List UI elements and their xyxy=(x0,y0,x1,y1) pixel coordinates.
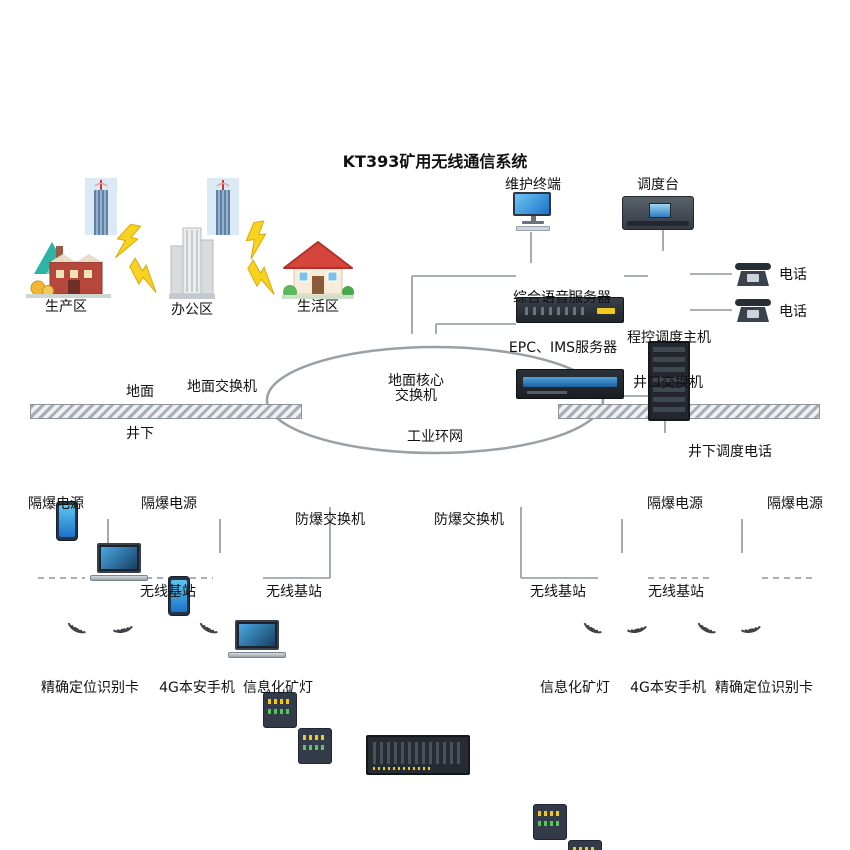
positioning-card-label: 精确定位识别卡 xyxy=(715,680,813,696)
base-station-label: 无线基站 xyxy=(140,584,196,600)
dispatch-console-label: 调度台 xyxy=(637,177,679,193)
core-switch-device xyxy=(366,735,470,775)
wellhead-switch-label: 井口交换机 xyxy=(633,375,703,391)
laptop-screen xyxy=(235,620,279,650)
page-title: KT393矿用无线通信系统 xyxy=(342,152,528,171)
dispatch-console-device xyxy=(622,196,694,230)
maintenance-terminal-device xyxy=(513,192,553,236)
laptop-icon xyxy=(90,543,148,583)
production-area-illustration xyxy=(26,232,111,302)
ground-switch-device xyxy=(298,728,332,764)
maintenance-terminal-label: 维护终端 xyxy=(505,177,561,193)
dispatch-host-label: 程控调度主机 xyxy=(627,330,711,346)
production-area-label: 生产区 xyxy=(45,299,87,315)
laptop-screen xyxy=(97,543,141,573)
monitor-stand xyxy=(530,216,536,221)
core-switch-label-line2: 交换机 xyxy=(395,388,437,404)
lightning-icon xyxy=(124,257,167,295)
ground-switch-device xyxy=(263,692,297,728)
underground-dispatch-phone-label: 井下调度电话 xyxy=(688,444,772,460)
monitor-base xyxy=(522,221,544,224)
explosion-proof-switch-label: 防爆交换机 xyxy=(434,512,504,528)
telephone-icon xyxy=(735,263,771,286)
telephone-device xyxy=(732,296,774,328)
laptop-base xyxy=(228,652,286,658)
smartphone-icon xyxy=(168,576,190,616)
4g-phone-label: 4G本安手机 xyxy=(159,680,235,696)
industrial-ring-label: 工业环网 xyxy=(407,429,463,445)
underground-label: 井下 xyxy=(126,426,154,442)
wellhead-switch-device xyxy=(568,840,602,850)
lightning-icon xyxy=(112,221,142,263)
laptop-base xyxy=(90,575,148,581)
4g-phone-label: 4G本安手机 xyxy=(630,680,706,696)
base-station-label: 无线基站 xyxy=(648,584,704,600)
telephone-device xyxy=(732,260,774,292)
office-area-illustration xyxy=(169,226,215,304)
base-station-label: 无线基站 xyxy=(266,584,322,600)
mine-lamp-label: 信息化矿灯 xyxy=(540,680,610,696)
wellhead-switch-device xyxy=(533,804,567,840)
industrial-ring-ellipse xyxy=(265,345,605,455)
base-station-label: 无线基站 xyxy=(530,584,586,600)
voice-server-label: 综合语音服务器 xyxy=(513,290,611,306)
voice-server-device xyxy=(516,297,624,323)
living-area-illustration xyxy=(282,238,354,304)
explosion-proof-switch-label: 防爆交换机 xyxy=(295,512,365,528)
core-switch-label-line1: 地面核心 xyxy=(388,373,444,389)
skyscraper-photo-icon xyxy=(207,178,239,239)
lightning-icon xyxy=(243,220,270,261)
flameproof-power-label: 隔爆电源 xyxy=(767,496,823,512)
monitor-screen-icon xyxy=(513,192,551,216)
telephone-label: 电话 xyxy=(779,267,807,283)
surface-underground-divider-left xyxy=(30,404,302,419)
living-area-label: 生活区 xyxy=(297,299,339,315)
office-area-label: 办公区 xyxy=(171,302,213,318)
flameproof-power-label: 隔爆电源 xyxy=(141,496,197,512)
skyscraper-photo-icon xyxy=(85,178,117,239)
telephone-label: 电话 xyxy=(779,304,807,320)
flameproof-power-label: 隔爆电源 xyxy=(647,496,703,512)
epc-ims-server-device xyxy=(516,369,624,399)
lightning-icon xyxy=(242,259,285,297)
surface-label: 地面 xyxy=(126,384,154,400)
dispatch-host-rack-device xyxy=(648,341,690,421)
smartphone-icon xyxy=(56,501,78,541)
telephone-icon xyxy=(735,299,771,322)
core-switch-label: 地面核心 交换机 xyxy=(388,374,444,404)
laptop-icon xyxy=(228,620,286,660)
keyboard-icon xyxy=(516,226,550,231)
ground-switch-label: 地面交换机 xyxy=(187,379,257,395)
mine-lamp-label: 信息化矿灯 xyxy=(243,680,313,696)
positioning-card-label: 精确定位识别卡 xyxy=(41,680,139,696)
epc-ims-server-label: EPC、IMS服务器 xyxy=(508,340,618,356)
flameproof-power-label: 隔爆电源 xyxy=(28,496,84,512)
